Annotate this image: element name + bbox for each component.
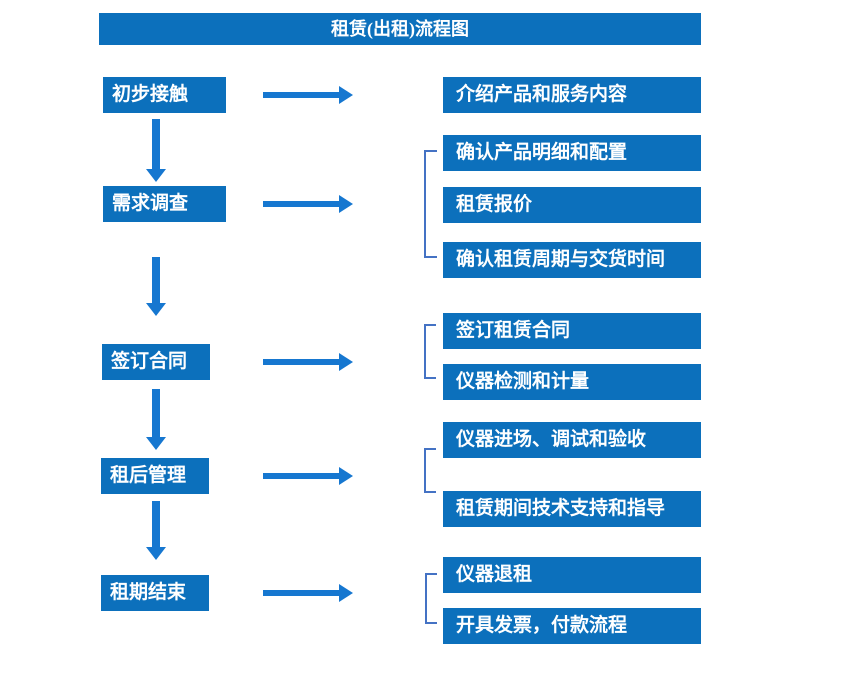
detail-box-instrument-return: 仪器退租: [443, 557, 701, 593]
flow-step-post-rental-mgmt: 租后管理: [101, 458, 209, 494]
arrow-right-4: [263, 467, 353, 485]
arrow-down-1: [146, 119, 166, 182]
arrow-right-3: [263, 353, 353, 371]
arrow-right-2: [263, 195, 353, 213]
arrow-right-1-head: [339, 86, 353, 104]
arrow-right-2-head: [339, 195, 353, 213]
arrow-down-2: [146, 257, 166, 316]
arrow-right-4-head: [339, 467, 353, 485]
detail-box-tech-support: 租赁期间技术支持和指导: [443, 491, 701, 527]
arrow-down-3: [146, 389, 166, 450]
detail-box-confirm-product-spec: 确认产品明细和配置: [443, 135, 701, 171]
arrow-right-2-shaft: [263, 201, 340, 207]
arrow-down-3-head: [146, 437, 166, 450]
arrow-down-2-head: [146, 303, 166, 316]
detail-box-invoice-payment: 开具发票，付款流程: [443, 608, 701, 644]
arrow-down-1-shaft: [152, 119, 160, 170]
detail-box-introduce-products: 介绍产品和服务内容: [443, 77, 701, 113]
flow-step-demand-survey: 需求调查: [103, 186, 226, 222]
arrow-right-5-shaft: [263, 590, 340, 596]
flowchart-title-bar: 租赁(出租)流程图: [99, 13, 701, 45]
bracket-group-rental-end: [425, 573, 437, 624]
detail-box-confirm-period: 确认租赁周期与交货时间: [443, 242, 701, 278]
arrow-down-1-head: [146, 169, 166, 182]
flow-step-sign-contract: 签订合同: [102, 344, 210, 380]
arrow-right-1: [263, 86, 353, 104]
arrow-right-5: [263, 584, 353, 602]
arrow-right-1-shaft: [263, 92, 340, 98]
arrow-down-4: [146, 501, 166, 560]
arrow-down-4-head: [146, 547, 166, 560]
arrow-down-3-shaft: [152, 389, 160, 438]
arrow-right-3-shaft: [263, 359, 340, 365]
flow-step-initial-contact: 初步接触: [103, 77, 226, 113]
flowchart-title: 租赁(出租)流程图: [331, 19, 469, 39]
bracket-group-sign-contract: [424, 324, 436, 379]
arrow-right-4-shaft: [263, 473, 340, 479]
detail-box-instrument-testing: 仪器检测和计量: [443, 364, 701, 400]
arrow-right-3-head: [339, 353, 353, 371]
arrow-right-5-head: [339, 584, 353, 602]
arrow-down-2-shaft: [152, 257, 160, 304]
bracket-group-post-rental: [424, 448, 436, 493]
flow-step-rental-end: 租期结束: [101, 575, 209, 611]
arrow-down-4-shaft: [152, 501, 160, 548]
detail-box-rental-quotation: 租赁报价: [443, 187, 701, 223]
detail-box-instrument-setup: 仪器进场、调试和验收: [443, 422, 701, 458]
bracket-group-demand-survey: [424, 150, 437, 258]
detail-box-sign-rental-contract: 签订租赁合同: [443, 313, 701, 349]
